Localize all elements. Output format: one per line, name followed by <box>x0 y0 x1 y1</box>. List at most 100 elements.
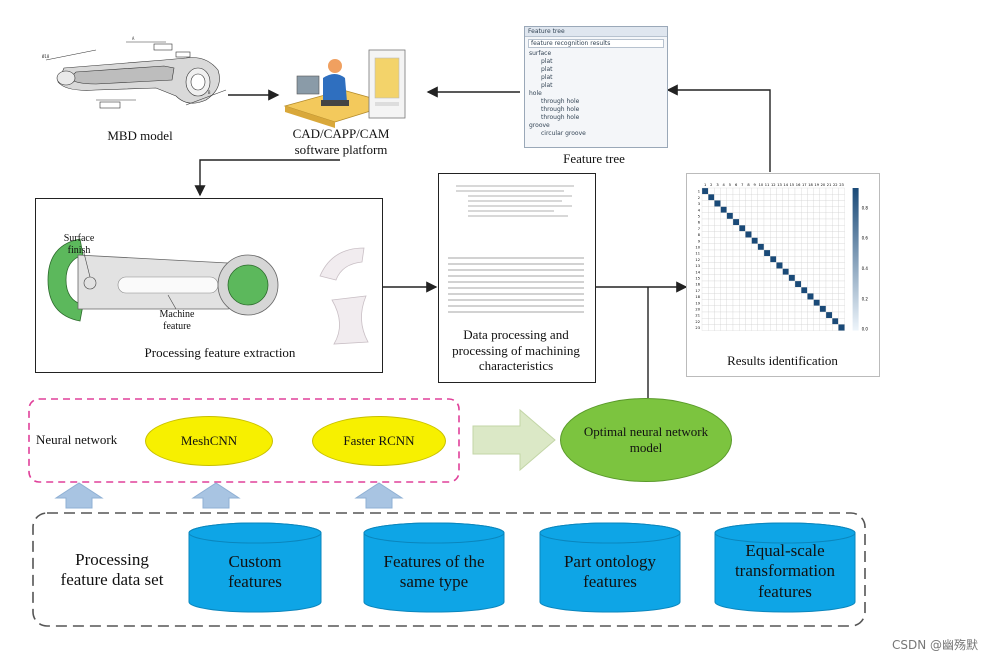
faster-rcnn-node: Faster RCNN <box>312 416 446 466</box>
heatmap-y-tick: 9 <box>698 239 701 243</box>
colorbar-tick: 0.0 <box>862 327 869 332</box>
heatmap-y-tick: 17 <box>695 289 700 293</box>
heatmap-x-tick: 5 <box>729 183 731 187</box>
heatmap-y-tick: 4 <box>698 208 701 212</box>
cyl4-line-2: transformation <box>734 561 836 581</box>
connecting-rod-illustration <box>47 238 279 322</box>
heatmap-x-tick: 21 <box>827 183 832 187</box>
heatmap-y-tick: 12 <box>695 258 700 262</box>
dataset-title-line-2: feature data set <box>60 570 164 590</box>
cyl2-label: Features of the same type <box>364 552 504 593</box>
meshcnn-node: MeshCNN <box>145 416 273 466</box>
machine-feature-label: Machine feature <box>152 309 202 333</box>
heatmap-y-tick: 8 <box>698 233 701 237</box>
cyl3-line-1: Part ontology <box>563 552 657 571</box>
data-processing-label: Data processing and processing of machin… <box>440 327 592 374</box>
heatmap-x-tick: 14 <box>783 183 788 187</box>
cyl1-line-2: features <box>228 572 282 592</box>
heatmap-x-tick: 6 <box>735 183 738 187</box>
heatmap-y-tick: 6 <box>698 221 701 225</box>
surface-finish-label: Surface finish <box>54 233 104 257</box>
tree-item[interactable]: plat <box>541 66 553 73</box>
colorbar-tick: 0.8 <box>862 205 869 210</box>
neural-network-label: Neural network <box>36 432 118 447</box>
heatmap-y-tick: 1 <box>698 190 700 194</box>
extraction-label: Processing feature extraction <box>144 345 296 360</box>
heatmap-diagonal-cell <box>838 324 845 331</box>
results-label: Results identification <box>727 353 838 368</box>
tree-item[interactable]: plat <box>541 58 553 65</box>
colorbar-tick: 0.6 <box>862 236 869 241</box>
cyl2-line-1: Features of the <box>383 552 485 571</box>
heatmap-y-tick: 19 <box>695 301 700 305</box>
tree-group-groove[interactable]: groove <box>529 122 550 129</box>
cyl4-label: Equal-scale transformation features <box>715 541 855 602</box>
cyl4-line-1: Equal-scale <box>745 541 825 560</box>
heatmap-colorbar <box>852 188 859 331</box>
heatmap-x-tick: 22 <box>833 183 838 187</box>
tree-item[interactable]: through hole <box>541 98 580 105</box>
heatmap-y-tick: 23 <box>695 326 700 330</box>
heatmap-x-tick: 4 <box>723 183 726 187</box>
colorbar-tick: 0.4 <box>862 266 869 271</box>
feature-tree-header[interactable]: feature recognition results <box>528 39 664 48</box>
data-processing-box <box>438 173 596 383</box>
heatmap-y-tick: 22 <box>695 320 700 324</box>
dataset-title: Processing feature data set <box>42 550 182 591</box>
surface-finish-line-2: finish <box>67 245 91 256</box>
heatmap-y-tick: 14 <box>695 270 700 274</box>
heatmap-x-tick: 17 <box>802 183 807 187</box>
big-right-arrow <box>472 408 556 472</box>
heatmap-x-tick: 20 <box>821 183 826 187</box>
tree-item[interactable]: through hole <box>541 114 580 121</box>
heatmap-x-tick: 9 <box>754 183 757 187</box>
mbd-model-drawing: Ø18 A B <box>42 36 227 109</box>
cad-label-line-2: software platform <box>294 141 388 157</box>
optimal-line-2: model <box>629 440 663 455</box>
surface-finish-line-1: Surface <box>63 233 95 244</box>
tree-item[interactable]: plat <box>541 82 553 89</box>
tree-item[interactable]: circular groove <box>541 130 586 137</box>
optimal-line-1: Optimal neural network <box>583 424 709 440</box>
cad-label: CAD/CAPP/CAM software platform <box>276 126 406 157</box>
heatmap-x-tick: 16 <box>796 183 801 187</box>
heatmap-y-tick: 16 <box>695 283 700 287</box>
heatmap-y-tick: 21 <box>695 314 700 318</box>
heatmap-x-tick: 8 <box>747 183 750 187</box>
dataset-title-line-1: Processing <box>75 550 149 569</box>
heatmap-y-tick: 3 <box>698 202 700 206</box>
tree-group-surface[interactable]: surface <box>529 50 552 57</box>
up-arrow-1 <box>54 482 104 509</box>
heatmap-y-tick: 11 <box>695 252 700 256</box>
optimal-model-node: Optimal neural network model <box>560 398 732 482</box>
heatmap-x-tick: 18 <box>808 183 813 187</box>
heatmap-x-tick: 13 <box>777 183 782 187</box>
cyl1-label: Custom features <box>189 552 321 593</box>
meshcnn-label: MeshCNN <box>180 433 238 449</box>
heatmap-x-tick: 7 <box>741 183 743 187</box>
svg-text:Ø18: Ø18 <box>42 54 50 59</box>
cad-label-line-1: CAD/CAPP/CAM <box>292 126 390 141</box>
heatmap-y-tick: 10 <box>695 245 700 249</box>
faster-rcnn-label: Faster RCNN <box>343 433 415 449</box>
feature-tree-title: Feature tree <box>525 27 667 37</box>
heatmap-y-tick: 13 <box>695 264 700 268</box>
heatmap-x-tick: 11 <box>765 183 770 187</box>
heatmap-y-tick: 15 <box>695 276 700 280</box>
tree-group-hole[interactable]: hole <box>529 90 542 97</box>
heatmap-y-tick: 20 <box>695 307 700 311</box>
heatmap-x-tick: 15 <box>790 183 795 187</box>
tree-item[interactable]: plat <box>541 74 553 81</box>
feature-tree-list: surface plat plat plat plat hole through… <box>525 50 667 138</box>
cad-platform-illustration <box>283 49 406 128</box>
heatmap-y-tick: 5 <box>698 214 700 218</box>
cyl1-line-1: Custom <box>228 552 282 571</box>
confusion-matrix-heatmap: 1122334455667788991010111112121313141415… <box>695 183 869 332</box>
feature-tree-label: Feature tree <box>563 151 625 166</box>
tree-item[interactable]: through hole <box>541 106 580 113</box>
dataset-box <box>32 512 866 627</box>
cyl2-line-2: same type <box>399 572 469 592</box>
feature-tree-panel: Feature tree feature recognition results… <box>524 26 668 148</box>
